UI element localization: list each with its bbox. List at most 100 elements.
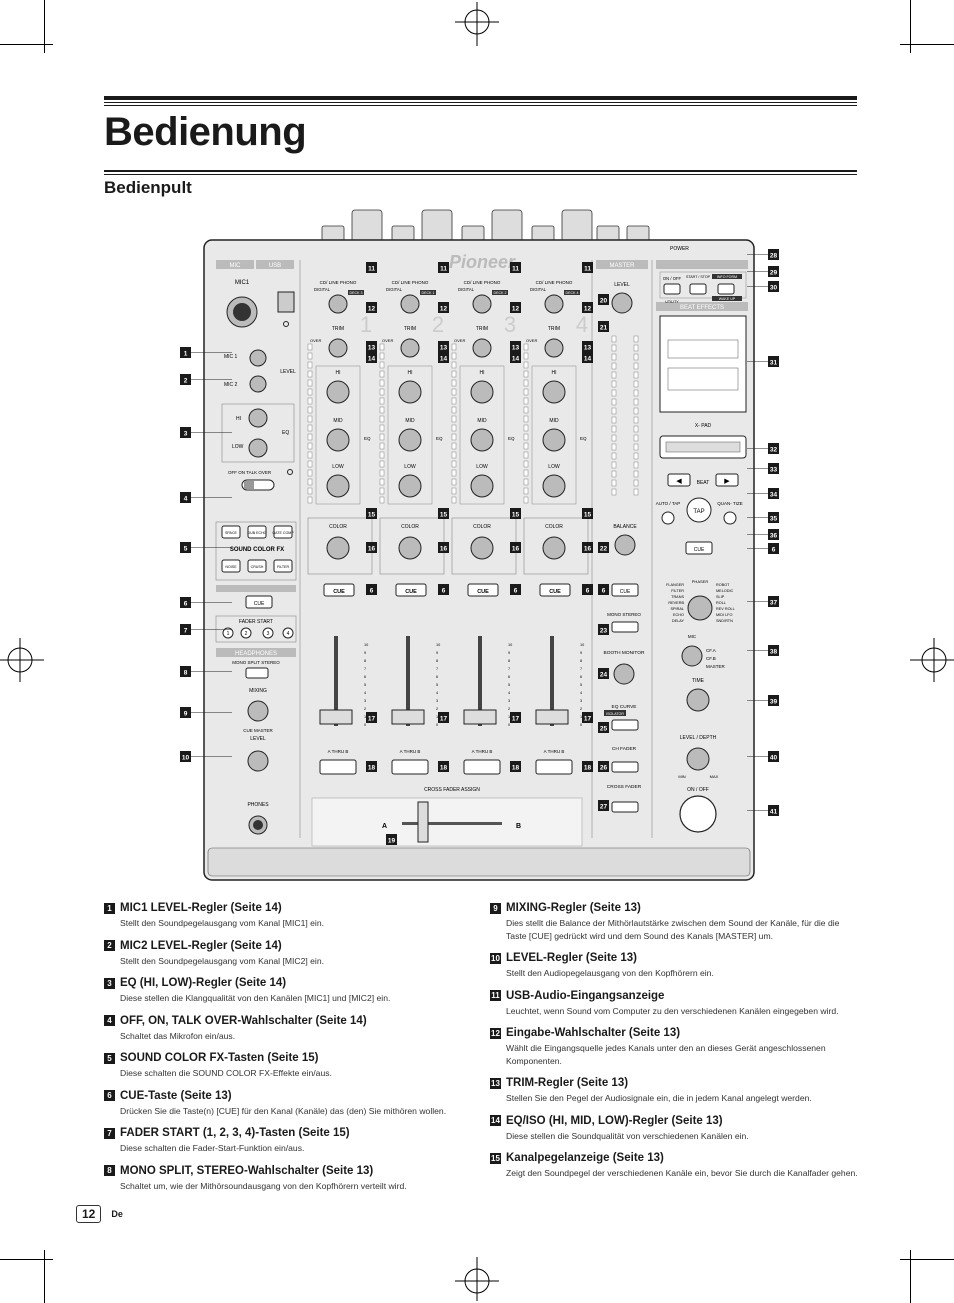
callout-number: 15 [584, 511, 592, 518]
eq-low-knob[interactable] [470, 474, 494, 498]
callout-badge [438, 262, 449, 273]
color-knob[interactable] [398, 536, 422, 560]
master-meter-segment-left [611, 470, 617, 478]
eq-mid-knob[interactable] [470, 428, 494, 452]
fader-scale-label: 8 [508, 659, 510, 663]
fx-button[interactable] [221, 525, 241, 539]
cross-fader-curve-switch[interactable] [611, 801, 639, 813]
info-form-button[interactable] [717, 283, 735, 295]
input-select-knob[interactable] [544, 294, 564, 314]
cross-fader-assign-switch[interactable] [463, 759, 501, 775]
eq-mid-knob[interactable] [326, 428, 350, 452]
over-label: OVER [382, 338, 393, 343]
fader-start-button[interactable] [240, 627, 252, 639]
trim-knob[interactable] [544, 338, 564, 358]
channel-fader-knob[interactable] [535, 709, 569, 725]
fx-on-off-button[interactable] [679, 795, 717, 833]
callout-badge [768, 266, 779, 277]
time-knob[interactable] [686, 688, 710, 712]
channel-cue-button[interactable] [467, 583, 499, 597]
callout-badge [366, 341, 377, 352]
color-knob[interactable] [326, 536, 350, 560]
mic-low-knob[interactable] [248, 438, 268, 458]
input-select-knob[interactable] [472, 294, 492, 314]
trim-knob[interactable] [472, 338, 492, 358]
callout-badge [510, 302, 521, 313]
input-select-knob[interactable] [400, 294, 420, 314]
eq-low-knob[interactable] [542, 474, 566, 498]
level-depth-knob[interactable] [686, 747, 710, 771]
mixing-knob[interactable] [247, 700, 269, 722]
channel-cue-button[interactable] [539, 583, 571, 597]
master-level-label: LEVEL [614, 282, 630, 288]
fader-start-button[interactable] [222, 627, 234, 639]
trim-knob[interactable] [400, 338, 420, 358]
fx-button[interactable] [247, 525, 267, 539]
beat-right-button[interactable] [715, 473, 739, 487]
mono-stereo-switch[interactable] [611, 621, 639, 633]
eq-curve-label: EQ CURVE [612, 704, 637, 710]
trim-knob[interactable] [328, 338, 348, 358]
level-meter-segment [307, 451, 313, 459]
fx-button[interactable] [273, 559, 293, 573]
phones-level-knob[interactable] [247, 750, 269, 772]
fx-button[interactable] [221, 559, 241, 573]
master-cue-label: CUE [620, 589, 631, 595]
mic1-level-knob[interactable] [249, 349, 267, 367]
fader-start-button[interactable] [262, 627, 274, 639]
fx-channel-select-knob[interactable] [681, 645, 703, 667]
color-knob[interactable] [542, 536, 566, 560]
channel-fader-knob[interactable] [319, 709, 353, 725]
beat-left-button[interactable] [667, 473, 691, 487]
start-stop-button[interactable] [689, 283, 707, 295]
utility-button[interactable] [663, 283, 681, 295]
level-meter-segment [379, 406, 385, 414]
master-cue-button[interactable] [611, 583, 639, 597]
quantize-button[interactable] [723, 511, 737, 525]
fx-button[interactable] [247, 559, 267, 573]
cross-fader-assign-switch[interactable] [535, 759, 573, 775]
eq-mid-knob[interactable] [398, 428, 422, 452]
channel-cue-button[interactable] [395, 583, 427, 597]
ch-fader-curve-switch[interactable] [611, 761, 639, 773]
beat-fx-cue-button[interactable] [685, 541, 713, 555]
fader-scale-label: 0 [364, 723, 366, 727]
eq-hi-knob[interactable] [470, 380, 494, 404]
mic2-level-knob[interactable] [249, 375, 267, 393]
mic-hi-knob[interactable] [248, 408, 268, 428]
booth-monitor-knob[interactable] [613, 663, 635, 685]
input-select-knob[interactable] [328, 294, 348, 314]
master-level-knob[interactable] [611, 292, 633, 314]
mono-split-switch[interactable] [245, 667, 269, 679]
mid-label: MID [549, 418, 559, 424]
cross-fader-knob[interactable] [417, 801, 429, 843]
mic-cue-button[interactable] [245, 595, 273, 609]
cross-fader-assign-switch[interactable] [391, 759, 429, 775]
color-knob[interactable] [470, 536, 494, 560]
master-meter-segment-left [611, 461, 617, 469]
beat-fx-select-knob[interactable] [687, 595, 713, 621]
hi-label: HI [552, 370, 557, 376]
callout-badge [438, 508, 449, 519]
channel-fader-knob[interactable] [391, 709, 425, 725]
fx-button[interactable] [273, 525, 293, 539]
eq-low-knob[interactable] [326, 474, 350, 498]
tap-button[interactable] [686, 497, 712, 523]
channel-cue-button[interactable] [323, 583, 355, 597]
eq-hi-knob[interactable] [326, 380, 350, 404]
eq-hi-knob[interactable] [542, 380, 566, 404]
auto-tap-button[interactable] [661, 511, 675, 525]
eq-hi-knob[interactable] [398, 380, 422, 404]
level-meter-segment [523, 496, 529, 504]
channel-fader-knob[interactable] [463, 709, 497, 725]
callout-badge [510, 712, 521, 723]
cross-fader-assign-switch[interactable] [319, 759, 357, 775]
balance-knob[interactable] [614, 534, 636, 556]
digital-label: DIGITAL [530, 287, 547, 292]
eq-low-knob[interactable] [398, 474, 422, 498]
fader-start-button[interactable] [282, 627, 294, 639]
eq-curve-switch[interactable] [611, 719, 639, 731]
master-meter-segment-right [633, 380, 639, 388]
eq-mid-knob[interactable] [542, 428, 566, 452]
